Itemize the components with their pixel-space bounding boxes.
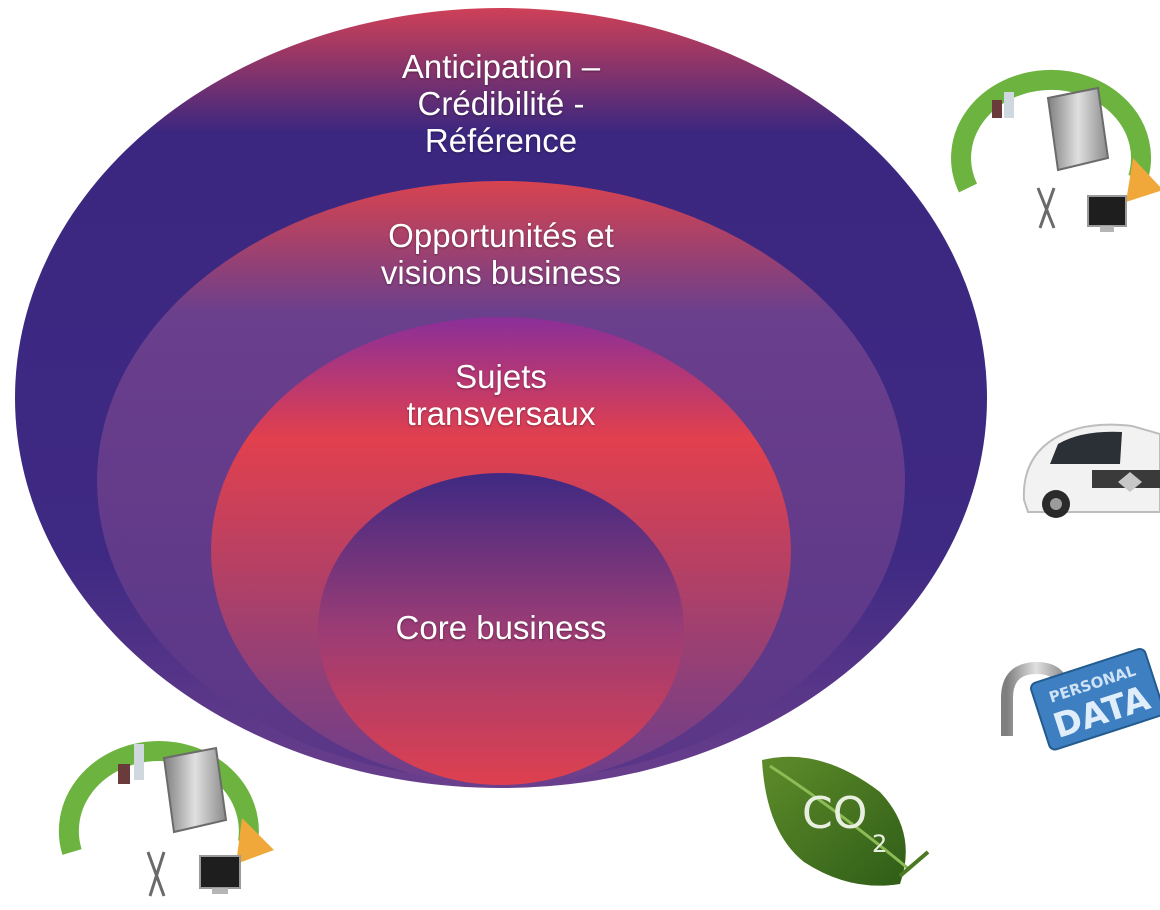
core-layer-ellipse (318, 473, 684, 785)
second-layer-label: Opportunités et visions business (331, 217, 671, 291)
car-icon (1022, 423, 1160, 518)
outer-layer-label: Anticipation – Crédibilité - Référence (351, 48, 651, 159)
leaf-icon: CO 2 (762, 756, 930, 886)
third-layer-label: Sujets transversaux (351, 358, 651, 432)
core-label-line1: Core business (395, 609, 607, 646)
second-label-line1: Opportunités et (388, 217, 614, 254)
co2-text: CO (802, 788, 867, 839)
outer-label-line2: Crédibilité - (417, 85, 585, 122)
outer-label-line1: Anticipation – (401, 48, 601, 85)
recycle-icon (951, 69, 1160, 232)
third-label-line1: Sujets (455, 358, 547, 395)
padlock-icon: PERSONAL DATA (1001, 647, 1160, 751)
co2-subscript: 2 (872, 830, 887, 858)
recycle-icon (58, 741, 274, 897)
second-label-line2: visions business (380, 254, 622, 291)
outer-label-line3: Référence (424, 122, 578, 159)
core-layer-label: Core business (351, 609, 651, 646)
third-label-line2: transversaux (406, 395, 596, 432)
